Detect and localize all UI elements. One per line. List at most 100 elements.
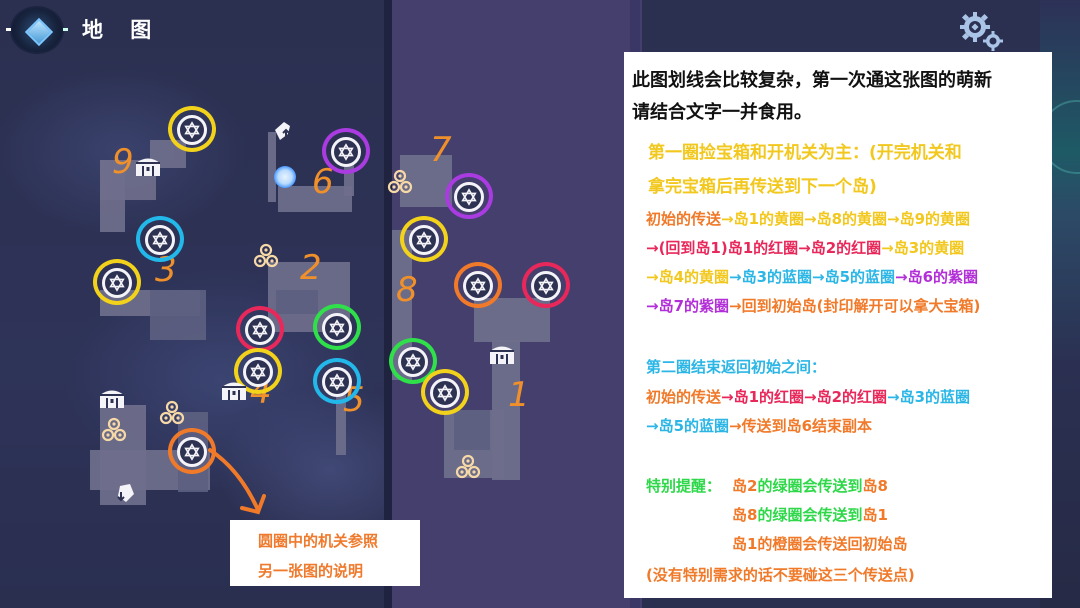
route-line: 初始的传送→岛1的红圈→岛2的红圈→岛3的蓝圈 (646, 386, 970, 407)
back-diamond-icon (24, 17, 54, 47)
route-segment: 岛8 (862, 477, 888, 495)
route-segment: →岛6的紫圈 (895, 268, 979, 286)
island-number-label: 2 (300, 248, 322, 288)
route-segment: 初始的传送 (646, 388, 722, 406)
treasure-chest-icon[interactable] (488, 342, 516, 366)
route-line: 初始的传送→岛1的黄圈→岛8的黄圈→岛9的黄圈 (646, 208, 970, 229)
island-3-room (150, 290, 206, 340)
island-number-label: 9 (112, 142, 134, 182)
route-segment: →岛3的黄圈 (881, 239, 965, 257)
reminder-footnote: (没有特别需求的话不要碰这三个传送点) (646, 566, 915, 584)
route-segment: →传送到岛6结束副本 (729, 417, 873, 435)
mechanism-node[interactable] (430, 378, 460, 408)
treasure-chest-icon[interactable] (220, 378, 248, 402)
exit-up-icon[interactable] (272, 120, 294, 144)
mechanism-node[interactable] (245, 315, 275, 345)
mechanism-node[interactable] (145, 225, 175, 255)
mechanism-node[interactable] (398, 347, 428, 377)
top-bar: 地 图 (0, 0, 1080, 54)
island-6-room (344, 160, 354, 196)
mechanism-node[interactable] (322, 313, 352, 343)
page-title: 地 图 (82, 18, 162, 42)
note-line-1: 圆圈中的机关参照 (258, 532, 379, 550)
mechanism-node[interactable] (531, 271, 561, 301)
route-segment: →岛5的蓝圈 (646, 417, 730, 435)
route-line: →岛4的黄圈→岛3的蓝圈→岛5的蓝圈→岛6的紫圈 (646, 266, 978, 287)
route-segment: →岛1的黄圈→岛8的黄圈→岛9的黄圈 (721, 210, 971, 228)
exit-down-icon[interactable] (114, 482, 136, 506)
mechanism-node[interactable] (243, 357, 273, 387)
mechanism-node[interactable] (463, 271, 493, 301)
island-5-path (336, 395, 346, 455)
back-deco-right (63, 28, 68, 31)
hexagram-icon (337, 143, 355, 161)
hexagram-icon (249, 363, 267, 381)
island-1-room (454, 410, 490, 450)
hexagram-icon (469, 277, 487, 295)
triskelion-teleport-icon[interactable] (253, 243, 279, 269)
route-line: →岛5的蓝圈→传送到岛6结束副本 (646, 415, 872, 436)
hexagram-icon (151, 231, 169, 249)
triskelion-teleport-icon[interactable] (101, 417, 127, 443)
island-2-room (276, 290, 318, 314)
mechanism-node[interactable] (454, 182, 484, 212)
island-number-label: 3 (155, 250, 177, 290)
route-line: →岛7的紫圈→回到初始岛(封印解开可以拿大宝箱) (646, 295, 980, 316)
route-segment: 岛1的橙圈会传送回初始岛 (732, 535, 908, 553)
triskelion-teleport-icon[interactable] (159, 400, 185, 426)
guide-panel: 此图划线会比较复杂，第一次通这张图的萌新 请结合文字一并食用。 第一圈捡宝箱和开… (624, 52, 1052, 598)
route-segment: 的绿圈会传送到 (757, 506, 863, 524)
hexagram-icon (436, 384, 454, 402)
treasure-chest-icon[interactable] (134, 154, 162, 178)
route-segment: 初始的传送 (646, 210, 722, 228)
route-line: 岛8的绿圈会传送到岛1 (732, 504, 888, 525)
island-number-label: 7 (430, 130, 452, 170)
back-button[interactable] (6, 6, 68, 54)
intro-line-2: 请结合文字一并食用。 (632, 102, 812, 123)
route-segment: →岛1的红圈→岛2的红圈 (721, 388, 888, 406)
route-segment: 岛8 (732, 506, 758, 524)
island-number-label: 8 (396, 270, 418, 310)
mechanism-node[interactable] (322, 367, 352, 397)
route-segment: 岛1 (862, 506, 888, 524)
route-segment: →(回到岛1)岛1的红圈→岛2的红圈 (646, 239, 882, 257)
annotation-note: 圆圈中的机关参照 另一张图的说明 (230, 520, 420, 586)
route-segment: 岛2 (732, 477, 758, 495)
hexagram-icon (183, 121, 201, 139)
hexagram-icon (537, 277, 555, 295)
hexagram-icon (108, 274, 126, 292)
hexagram-icon (415, 231, 433, 249)
hexagram-icon (460, 188, 478, 206)
hexagram-icon (251, 321, 269, 339)
triskelion-teleport-icon[interactable] (387, 169, 413, 195)
hexagram-icon (404, 353, 422, 371)
island-1-room (474, 298, 550, 342)
island-8-room (392, 230, 412, 380)
island-7-room (400, 155, 452, 207)
mechanism-node[interactable] (409, 225, 439, 255)
gear-icon[interactable] (958, 10, 1006, 52)
blue-portal-icon[interactable] (274, 166, 296, 188)
treasure-chest-icon[interactable] (98, 386, 126, 410)
route-segment: →岛4的黄圈 (646, 268, 730, 286)
triskelion-teleport-icon[interactable] (455, 454, 481, 480)
route-segment: →岛3的蓝圈→岛5的蓝圈 (729, 268, 896, 286)
round1-title-1: 第一圈捡宝箱和开机关为主：(开完机关和 (648, 143, 962, 163)
intro-line-1: 此图划线会比较复杂，第一次通这张图的萌新 (632, 70, 992, 91)
mechanism-node[interactable] (331, 137, 361, 167)
back-deco-left (6, 28, 11, 31)
island-6-path (268, 132, 276, 202)
route-line: 岛1的橙圈会传送回初始岛 (732, 533, 907, 554)
route-segment: →回到初始岛(封印解开可以拿大宝箱) (729, 297, 981, 315)
mechanism-node[interactable] (102, 268, 132, 298)
island-number-label: 1 (508, 375, 530, 415)
reminder-label: 特别提醒： (646, 477, 722, 495)
hexagram-icon (328, 319, 346, 337)
round1-title-2: 拿完宝箱后再传送到下一个岛) (648, 177, 877, 197)
mechanism-node[interactable] (177, 437, 207, 467)
mechanism-node[interactable] (177, 115, 207, 145)
route-segment: →岛7的紫圈 (646, 297, 730, 315)
annotation-arrow (208, 448, 266, 515)
hexagram-icon (183, 443, 201, 461)
